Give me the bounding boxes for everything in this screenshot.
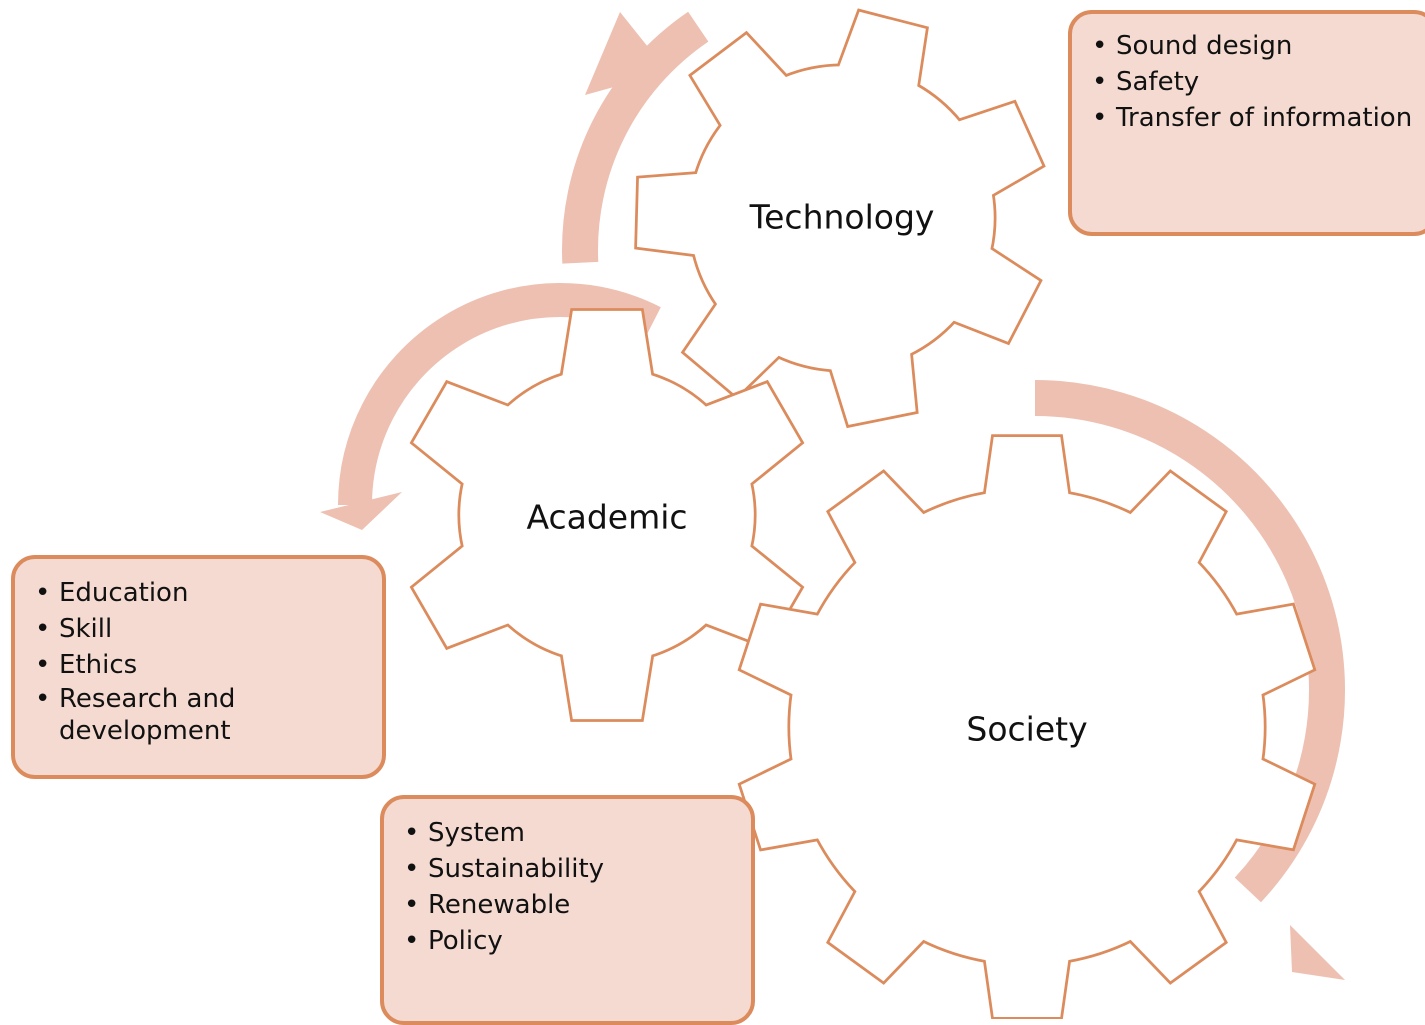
academic-point: Education [29, 575, 382, 611]
society-point: Renewable [398, 887, 751, 923]
society-point: Sustainability [398, 851, 751, 887]
society-point: Policy [398, 923, 751, 959]
society-points-box: System Sustainability Renewable Policy [380, 795, 755, 1025]
academic-point: Skill [29, 611, 382, 647]
gear-technology-inner-line [637, 11, 1043, 425]
technology-point: Transfer of information [1086, 100, 1425, 136]
technology-points-box: Sound design Safety Transfer of informat… [1068, 10, 1425, 236]
academic-points-box: Education Skill Ethics Research and deve… [11, 555, 386, 779]
gear-label-society: Society [966, 709, 1088, 749]
arrow-to-society-head [1290, 925, 1345, 980]
arrow-to-academic-head [320, 492, 402, 530]
academic-point: Research and development [29, 683, 259, 747]
society-point: System [398, 815, 751, 851]
society-points-list: System Sustainability Renewable Policy [398, 815, 751, 959]
gear-academic-inner-line [413, 310, 801, 720]
academic-point: Ethics [29, 647, 382, 683]
arrow-to-technology-head [585, 12, 668, 95]
gear-society-inner-line [740, 437, 1314, 1017]
gear-label-technology: Technology [749, 197, 935, 237]
technology-point: Safety [1086, 64, 1425, 100]
arrow-to-technology-shaft [562, 11, 709, 264]
arrow-to-academic-shaft [338, 283, 661, 506]
gear-label-academic: Academic [526, 497, 688, 537]
technology-point: Sound design [1086, 28, 1425, 64]
technology-points-list: Sound design Safety Transfer of informat… [1086, 28, 1425, 136]
academic-points-list: Education Skill Ethics Research and deve… [29, 575, 382, 747]
